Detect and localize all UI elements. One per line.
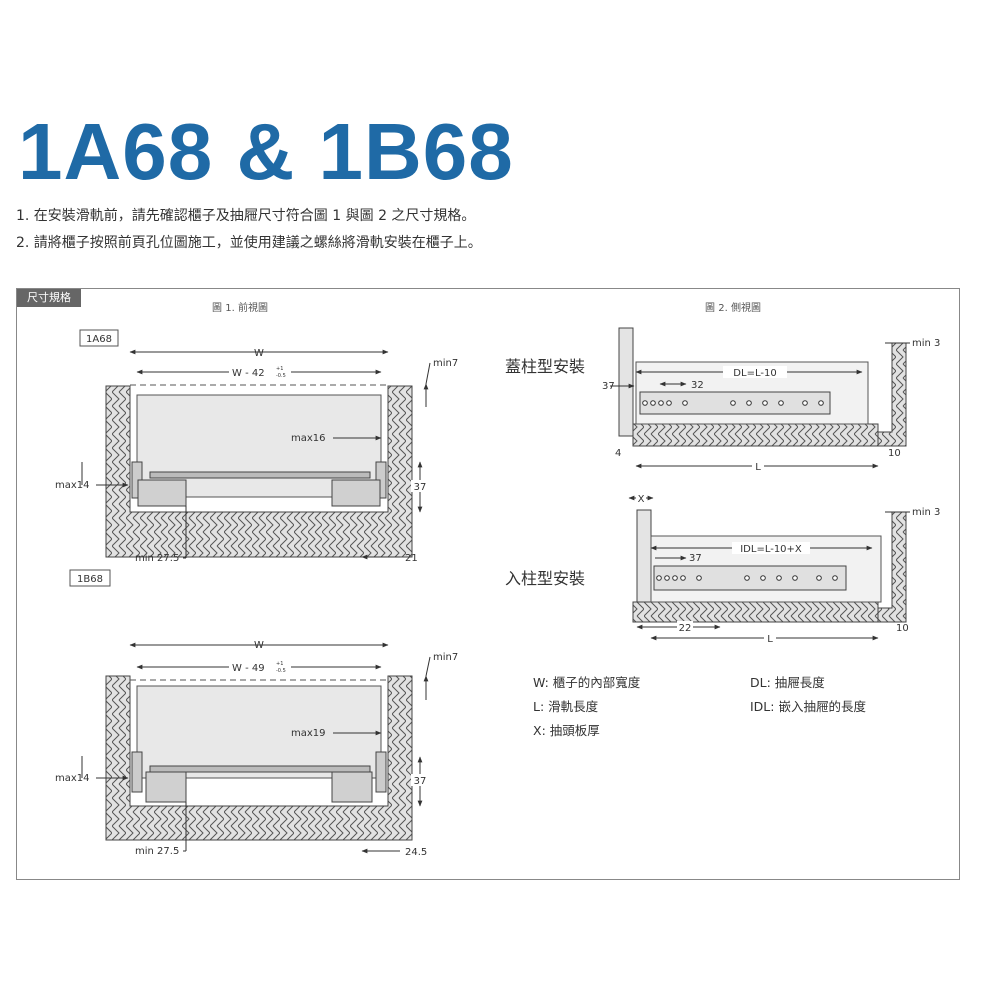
rail-hole (762, 400, 768, 406)
cabinet-back-overlay (877, 342, 907, 447)
tol-up-1b68: +1 (276, 661, 283, 667)
cabinet-bottom-inset (632, 601, 879, 623)
dim-idl-inset: IDL=L-10+X (740, 544, 802, 555)
rail-hole (730, 400, 736, 406)
dim-min-bottom-1b68: min 27.5 (135, 846, 179, 857)
rail-hole (760, 575, 766, 581)
dim-4-overlay: 4 (615, 448, 621, 459)
page-title: 1A68 & 1B68 (18, 107, 514, 196)
left-rail-1b68 (131, 751, 143, 793)
legend-x: X: 抽頭板厚 (533, 723, 600, 738)
dim-min-top-1b68: min7 (433, 652, 458, 663)
right-rail-1b68 (375, 751, 387, 793)
tol-down-1b68: -0.5 (276, 668, 286, 674)
dim-max-left-1a68: max14 (55, 480, 90, 491)
dim-w-inner-1a68: W - 42 (232, 368, 265, 379)
rail-hole (680, 575, 686, 581)
tol-down-1a68: -0.5 (276, 373, 286, 379)
model-badge-1a68 (79, 329, 119, 347)
dim-10-inset: 10 (896, 623, 909, 634)
rail-hole (818, 400, 824, 406)
dim-l-inset: L (767, 634, 773, 645)
dim-w-1a68: W (254, 348, 264, 359)
bottom-runner-1a68 (149, 471, 371, 479)
rail-hole (778, 400, 784, 406)
legend-idl: IDL: 嵌入抽屜的長度 (750, 699, 866, 714)
rail-hole (802, 400, 808, 406)
legend-w: W: 櫃子的內部寬度 (533, 675, 641, 690)
side-view-inset: 入柱型安裝 X IDL=L-10+X 37 min 3 22 L 10 (505, 492, 940, 645)
dim-min3-overlay: min 3 (912, 338, 940, 349)
dim-37-overlay: 37 (602, 381, 615, 392)
dim-32-overlay: 32 (691, 380, 704, 391)
rail-hole (816, 575, 822, 581)
legend-l: L: 滑軌長度 (533, 699, 599, 714)
dim-w-1b68: W (254, 640, 264, 651)
model-label-1a68: 1A68 (86, 334, 112, 345)
front-panel-overlay (618, 327, 634, 437)
overlay-install-label: 蓋柱型安裝 (505, 357, 585, 376)
instruction-note-2: 2. 請將櫃子按照前頁孔位圖施工，並使用建議之螺絲將滑軌安裝在櫃子上。 (16, 235, 482, 251)
right-slide-profile-1b68 (331, 771, 373, 803)
rail-hole (650, 400, 656, 406)
dim-max-side-1b68: max19 (291, 728, 326, 739)
rail-hole (792, 575, 798, 581)
rail-hole (656, 575, 662, 581)
slide-rail-inset (653, 565, 847, 591)
dim-right-bottom-1a68: 21 (405, 553, 418, 564)
figure2-caption: 圖 2. 側視圖 (705, 301, 761, 314)
dim-height-1b68: 37 (414, 776, 427, 787)
rail-hole (658, 400, 664, 406)
left-slide-profile-1a68 (137, 479, 187, 507)
inset-install-label: 入柱型安裝 (505, 569, 585, 588)
section-tag: 尺寸規格 (17, 289, 81, 307)
dim-min3-inset: min 3 (912, 507, 940, 518)
rail-hole (696, 575, 702, 581)
side-view-overlay: 蓋柱型安裝 37 32 DL=L-10 min 3 4 L 10 (505, 327, 940, 473)
dim-right-bottom-1b68: 24.5 (405, 847, 427, 858)
front-view-1b68: 1B68 W W - 49 +1 -0.5 min7 max19 max14 3… (55, 569, 458, 858)
bottom-runner-1b68 (149, 765, 371, 773)
dim-w-inner-1b68: W - 49 (232, 663, 265, 674)
figure1-caption: 圖 1. 前視圖 (212, 301, 268, 314)
dim-dl-overlay: DL=L-10 (733, 368, 776, 379)
rail-hole (682, 400, 688, 406)
legend-dl: DL: 抽屜長度 (750, 675, 825, 690)
tol-up-1a68: +1 (276, 366, 283, 372)
front-view-1a68: 1A68 W W - 42 +1 -0.5 min7 max16 max14 3… (55, 329, 458, 564)
model-badge-1b68 (69, 569, 111, 587)
rail-hole (744, 575, 750, 581)
dim-10-overlay: 10 (888, 448, 901, 459)
rail-hole (666, 400, 672, 406)
instruction-note-1: 1. 在安裝滑軌前，請先確認櫃子及抽屜尺寸符合圖 1 與圖 2 之尺寸規格。 (16, 208, 476, 224)
rail-hole (664, 575, 670, 581)
left-slide-profile-1b68 (145, 771, 187, 803)
spec-panel (16, 288, 960, 880)
rail-hole (672, 575, 678, 581)
right-slide-profile-1a68 (331, 479, 381, 507)
cabinet-section-1a68 (105, 385, 413, 558)
dim-height-1a68: 37 (414, 482, 427, 493)
legend: W: 櫃子的內部寬度 L: 滑軌長度 X: 抽頭板厚 DL: 抽屜長度 IDL:… (533, 675, 866, 738)
dim-37-inset: 37 (689, 553, 702, 564)
cabinet-section-1b68 (105, 675, 413, 841)
cabinet-bottom-overlay (632, 423, 879, 447)
dim-max-side-1a68: max16 (291, 433, 326, 444)
model-label-1b68: 1B68 (77, 574, 103, 585)
dim-min-bottom-1a68: min 27.5 (135, 553, 179, 564)
dim-x-inset: X (638, 494, 645, 505)
rail-hole (746, 400, 752, 406)
drawer-box-1b68 (136, 685, 382, 779)
dim-min-top-1a68: min7 (433, 358, 458, 369)
front-panel-inset (636, 509, 652, 603)
dim-22-inset: 22 (679, 623, 692, 634)
dim-l-overlay: L (755, 462, 761, 473)
cabinet-back-inset (877, 511, 907, 623)
rail-hole (642, 400, 648, 406)
rail-hole (832, 575, 838, 581)
rail-hole (776, 575, 782, 581)
dim-max-left-1b68: max14 (55, 773, 90, 784)
